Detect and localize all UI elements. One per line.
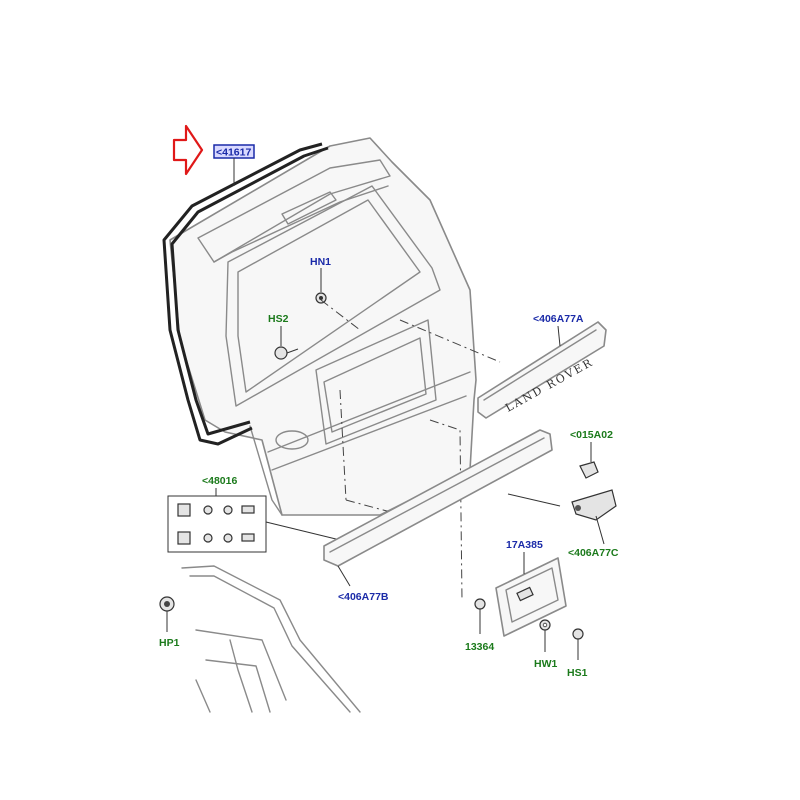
finisher-406a77b: <406A77B xyxy=(323,429,553,603)
screw-label[interactable]: 13364 xyxy=(465,641,494,653)
door-panel xyxy=(181,565,361,713)
red-arrow-icon xyxy=(172,124,204,176)
switch-label[interactable]: <406A77C xyxy=(568,547,619,559)
hp1-label[interactable]: HP1 xyxy=(159,637,180,649)
hs2-label[interactable]: HS2 xyxy=(268,313,289,325)
washer-hw1: HW1 xyxy=(534,619,557,670)
hs1-label[interactable]: HS1 xyxy=(567,667,588,679)
kit-label[interactable]: <48016 xyxy=(202,475,237,487)
hn1-label[interactable]: HN1 xyxy=(310,256,331,268)
screw-13364: 13364 xyxy=(465,598,494,653)
badge-label[interactable]: <406A77A xyxy=(533,313,584,325)
clip-015a02: <015A02 xyxy=(570,429,613,479)
main-part-label[interactable]: <41617 xyxy=(216,147,251,159)
tailgate-body xyxy=(169,137,477,516)
plate-label[interactable]: 17A385 xyxy=(506,539,543,551)
finisher-label[interactable]: <406A77B xyxy=(338,591,389,603)
switch-406a77c: <406A77C xyxy=(507,489,619,559)
plug-hp1: HP1 xyxy=(159,596,180,649)
main-part-callout: <41617 xyxy=(213,144,255,186)
clip-label[interactable]: <015A02 xyxy=(570,429,613,441)
screw-hs1: HS1 xyxy=(567,628,588,679)
weatherstrip-seal xyxy=(162,142,329,446)
badge-lettering-strip: LAND ROVER <406A77A xyxy=(477,313,607,419)
hw1-label[interactable]: HW1 xyxy=(534,658,557,670)
plate-bracket-17a385: 17A385 xyxy=(495,539,567,637)
fixing-kit-48016: <48016 xyxy=(167,475,341,553)
screw-hs2: HS2 xyxy=(268,313,299,360)
nut-hn1: HN1 xyxy=(310,256,331,304)
